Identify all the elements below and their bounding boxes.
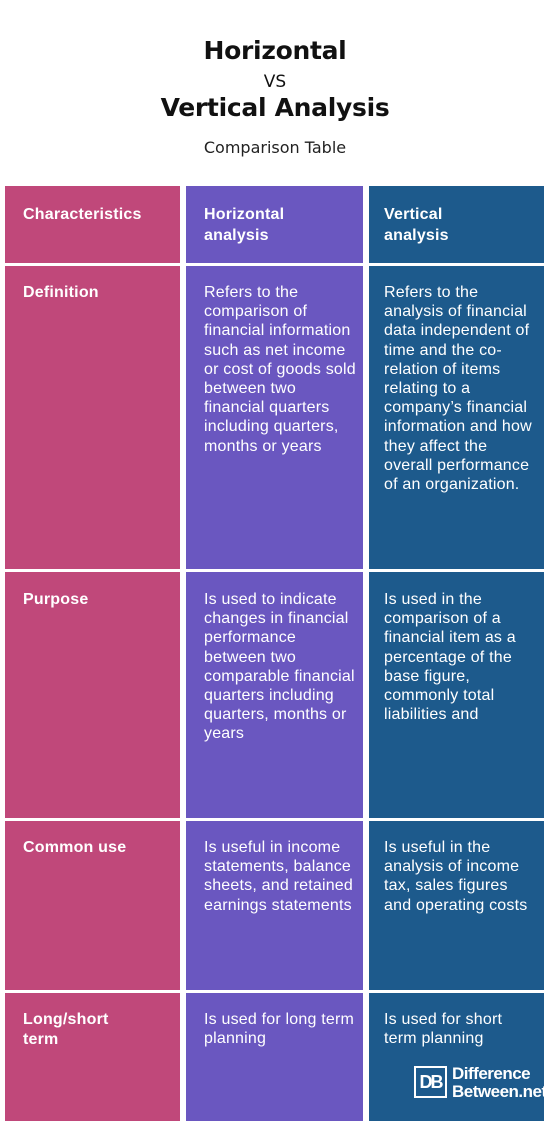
- horizontal-column: [186, 186, 363, 1121]
- row-divider: [5, 818, 544, 821]
- header-characteristics: Characteristics: [23, 206, 142, 223]
- title-horizontal: Horizontal: [203, 36, 347, 65]
- header-vertical-analysis: Vertical analysis: [384, 206, 449, 244]
- row-label-long-short-term: Long/short term: [23, 1011, 109, 1048]
- cell-common-use-vertical: Is useful in the analysis of income tax,…: [384, 839, 528, 914]
- cell-purpose-vertical: Is used in the comparison of a financial…: [384, 591, 516, 724]
- title-vs: VS: [263, 72, 287, 92]
- vertical-column: [369, 186, 544, 1121]
- row-label-purpose: Purpose: [23, 591, 89, 608]
- differencebetween-logo[interactable]: DB Difference Between.net: [414, 1064, 547, 1104]
- cell-term-vertical: Is used for short term planning: [384, 1011, 503, 1048]
- cell-term-horizontal: Is used for long term planning: [204, 1011, 355, 1048]
- cell-definition-vertical: Refers to the analysis of financial data…: [384, 284, 532, 494]
- logo-text-difference: Difference: [452, 1064, 531, 1083]
- db-logo-mark: DB: [414, 1066, 447, 1098]
- cell-common-use-horizontal: Is useful in income statements, balance …: [204, 839, 353, 914]
- row-divider: [5, 263, 544, 266]
- cell-purpose-horizontal: Is used to indicate changes in financial…: [204, 591, 355, 743]
- cell-definition-horizontal: Refers to the comparison of financial in…: [204, 284, 356, 455]
- subtitle: Comparison Table: [203, 138, 347, 157]
- row-divider: [5, 990, 544, 993]
- row-label-common-use: Common use: [23, 839, 127, 856]
- title-vertical-analysis: Vertical Analysis: [160, 93, 390, 122]
- characteristics-column: [5, 186, 180, 1121]
- row-label-definition: Definition: [23, 284, 99, 301]
- logo-text-between-net: Between.net: [452, 1082, 547, 1101]
- row-divider: [5, 569, 544, 572]
- header-horizontal-analysis: Horizontal analysis: [204, 206, 285, 244]
